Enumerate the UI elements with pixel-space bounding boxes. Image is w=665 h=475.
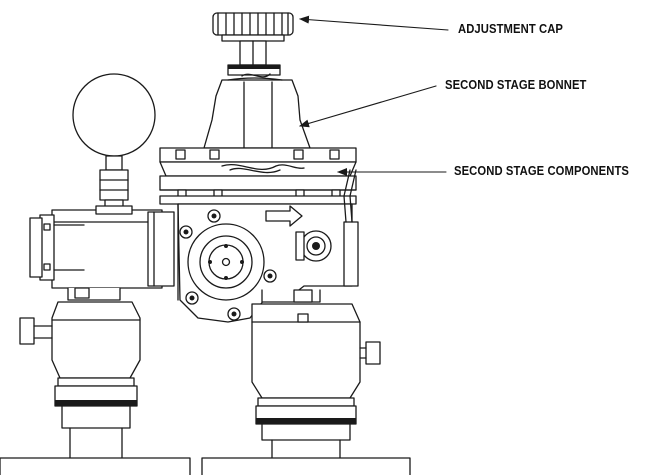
second-stage-bonnet [203, 73, 311, 149]
adjustment-cap [212, 12, 294, 76]
label-second-stage-bonnet: SECOND STAGE BONNET [445, 78, 587, 92]
pressure-gauge [72, 73, 156, 213]
right-first-stage-regulator [201, 289, 411, 475]
flow-arrow-icon [265, 205, 303, 227]
second-stage-components [159, 147, 357, 205]
leader-adjustment-cap [299, 15, 449, 31]
label-adjustment-cap: ADJUSTMENT CAP [458, 22, 564, 36]
leader-second-stage-bonnet [299, 85, 437, 128]
label-second-stage-components: SECOND STAGE COMPONENTS [454, 164, 630, 178]
callout-leaders [299, 15, 449, 176]
left-first-stage-regulator [0, 287, 191, 475]
main-valve-body [177, 169, 359, 323]
left-manifold [29, 205, 175, 289]
